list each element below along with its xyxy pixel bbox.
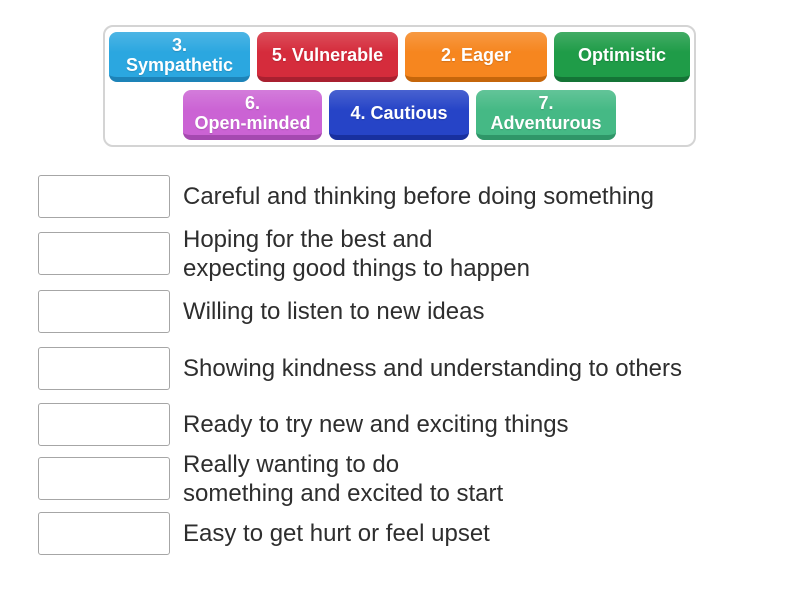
word-tile-optimistic[interactable]: Optimistic [554,32,690,82]
word-tile-eager[interactable]: 2. Eager [405,32,547,82]
word-tile-adventurous[interactable]: 7. Adventurous [476,90,616,140]
match-row: Hoping for the best and expecting good t… [38,226,530,282]
match-row: Careful and thinking before doing someth… [38,175,654,218]
answer-slot[interactable] [38,347,170,390]
answer-slot[interactable] [38,175,170,218]
definition-text: Ready to try new and exciting things [183,411,569,438]
answer-slot[interactable] [38,457,170,500]
word-tile-open-minded[interactable]: 6. Open-minded [183,90,322,140]
word-bank-row-2: 6. Open-minded 4. Cautious 7. Adventurou… [183,90,616,140]
answer-slot[interactable] [38,232,170,275]
word-tile-sympathetic[interactable]: 3. Sympathetic [109,32,250,82]
match-row: Really wanting to do something and excit… [38,451,503,507]
word-tile-vulnerable[interactable]: 5. Vulnerable [257,32,398,82]
definition-text: Really wanting to do something and excit… [183,450,504,507]
word-bank: 3. Sympathetic 5. Vulnerable 2. Eager Op… [103,25,696,147]
answer-slot[interactable] [38,403,170,446]
answer-slot[interactable] [38,512,170,555]
word-bank-row-1: 3. Sympathetic 5. Vulnerable 2. Eager Op… [109,32,690,82]
definition-text: Easy to get hurt or feel upset [183,520,490,547]
definition-text: Willing to listen to new ideas [183,298,485,325]
match-row: Showing kindness and understanding to ot… [38,347,682,390]
definition-text: Showing kindness and understanding to ot… [183,355,683,382]
match-row: Easy to get hurt or feel upset [38,512,490,555]
definition-text: Careful and thinking before doing someth… [183,183,654,210]
match-row: Ready to try new and exciting things [38,403,569,446]
definition-text: Hoping for the best and expecting good t… [183,225,530,282]
answer-slot[interactable] [38,290,170,333]
match-row: Willing to listen to new ideas [38,290,484,333]
word-tile-cautious[interactable]: 4. Cautious [329,90,469,140]
